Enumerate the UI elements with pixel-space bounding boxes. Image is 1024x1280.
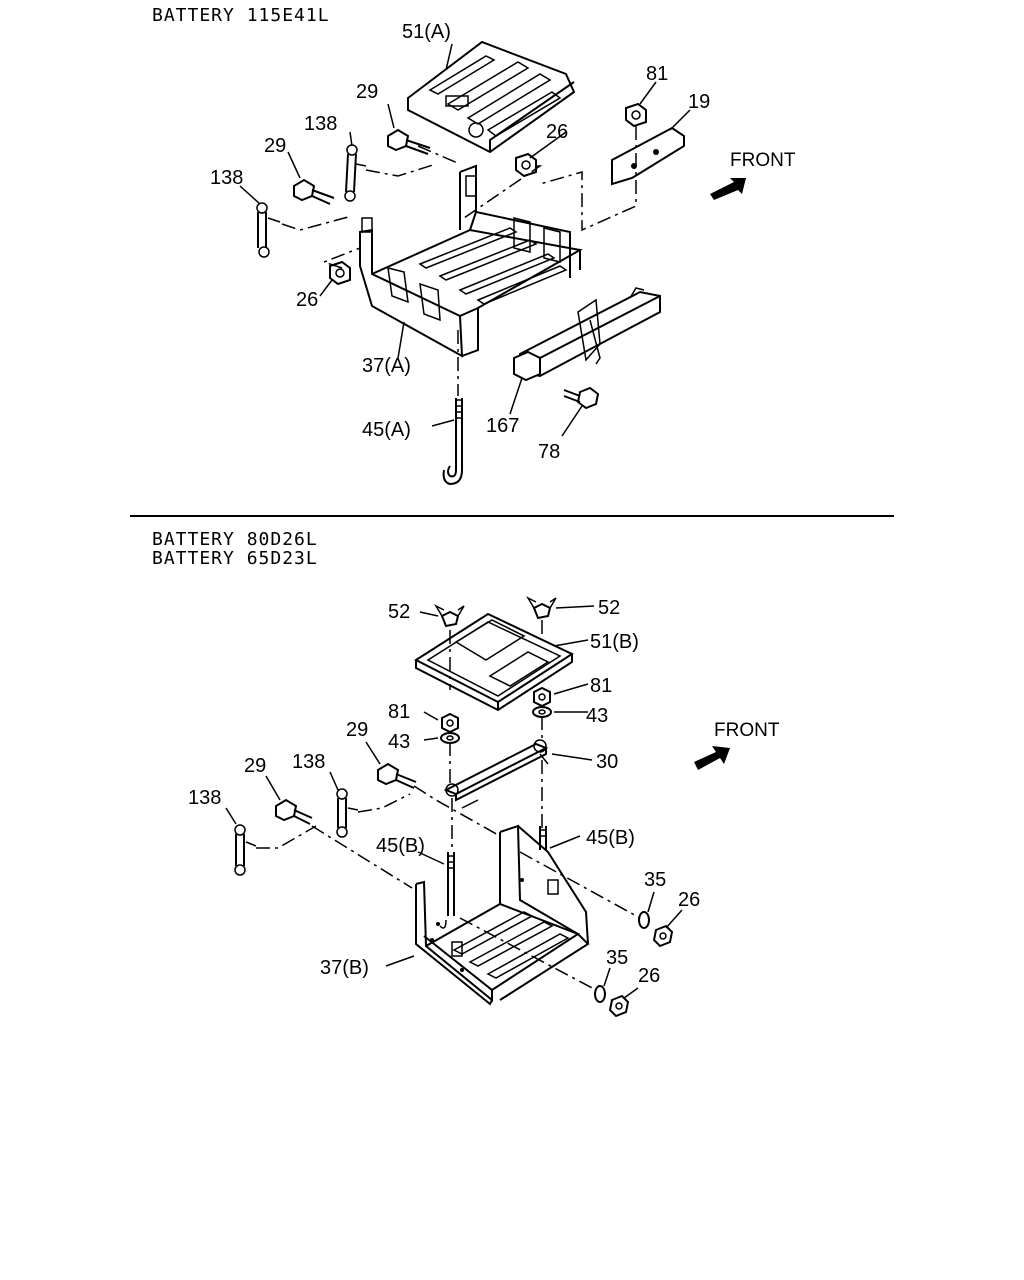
battery-tray-37b (415, 824, 590, 1006)
callout-81-right: 81 (590, 675, 612, 697)
callout-81: 81 (646, 63, 668, 85)
callout-52-right: 52 (598, 597, 620, 619)
callout-29-lower: 29 (264, 135, 286, 157)
callout-78: 78 (538, 441, 560, 463)
rod-45a (442, 398, 463, 486)
assembly-lines-bottom (256, 620, 641, 991)
callout-29-upper: 29 (356, 81, 378, 103)
front-label-bottom: FRONT (714, 720, 780, 741)
battery-tray-37a (359, 164, 583, 358)
callout-37a: 37(A) (362, 355, 411, 377)
callout-45a: 45(A) (362, 419, 411, 441)
washer-35-lower (594, 985, 606, 1003)
wing-nut-52-left (434, 604, 465, 628)
nut-81-left (441, 712, 459, 734)
callout-51a: 51(A) (402, 21, 451, 43)
callout-45b-right: 45(B) (586, 827, 635, 849)
callout-30: 30 (596, 751, 618, 773)
header-bottom-1: BATTERY 80D26L (152, 529, 318, 550)
front-label-top: FRONT (730, 150, 796, 171)
bracket-19 (611, 126, 685, 186)
callout-29-bottom-lower: 29 (244, 755, 266, 777)
callout-52-left: 52 (388, 601, 410, 623)
rod-45b-left (439, 852, 455, 929)
wing-nut-52-right (526, 596, 557, 620)
hold-down-frame-51a (407, 40, 576, 154)
link-138-bottom-lower (234, 824, 257, 876)
callout-35-upper: 35 (644, 869, 666, 891)
callout-138-bottom-lower: 138 (188, 787, 221, 809)
nut-26-bottom-upper (652, 924, 674, 948)
link-138-lower (256, 202, 281, 258)
bolt-78 (563, 386, 600, 410)
callout-37b: 37(B) (320, 957, 369, 979)
leaders-bottom (225, 605, 683, 999)
nut-81-right (533, 686, 551, 708)
callout-26-bottom-lower: 26 (638, 965, 660, 987)
link-138-upper (344, 144, 367, 202)
header-top: BATTERY 115E41L (152, 5, 330, 26)
callout-138-lower: 138 (210, 167, 243, 189)
nut-26-lower (329, 260, 351, 286)
callout-26-bottom-upper: 26 (678, 889, 700, 911)
callout-26-lower: 26 (296, 289, 318, 311)
hold-down-frame-51b (413, 612, 575, 712)
callout-35-lower: 35 (606, 947, 628, 969)
callout-45b-left: 45(B) (376, 835, 425, 857)
bolt-29-bottom-upper (377, 762, 417, 789)
bolt-29-upper (387, 128, 431, 155)
link-138-bottom-upper (336, 788, 359, 838)
washer-43-left (440, 732, 460, 744)
callout-51b: 51(B) (590, 631, 639, 653)
callout-167: 167 (486, 415, 519, 437)
callout-19: 19 (688, 91, 710, 113)
nut-26-bottom-lower (608, 994, 630, 1018)
bolt-29-lower (293, 178, 335, 205)
nut-26-upper (515, 152, 537, 178)
nut-81 (625, 102, 647, 128)
assembly-lines-top (281, 126, 637, 396)
front-arrow-bottom-icon (694, 746, 730, 770)
washer-43-right (532, 706, 552, 718)
clamp-bar-30 (443, 739, 549, 809)
bolt-29-bottom-lower (275, 798, 313, 825)
callout-43-right: 43 (586, 705, 608, 727)
callout-81-left: 81 (388, 701, 410, 723)
callout-138-upper: 138 (304, 113, 337, 135)
callout-138-bottom-upper: 138 (292, 751, 325, 773)
callout-43-left: 43 (388, 731, 410, 753)
washer-35-upper (638, 911, 650, 929)
callout-29-bottom-upper: 29 (346, 719, 368, 741)
header-bottom-2: BATTERY 65D23L (152, 548, 318, 569)
leaders-top (239, 43, 691, 437)
front-arrow-top-icon (710, 178, 746, 200)
callout-26-upper: 26 (546, 121, 568, 143)
spacer-167 (513, 350, 541, 382)
